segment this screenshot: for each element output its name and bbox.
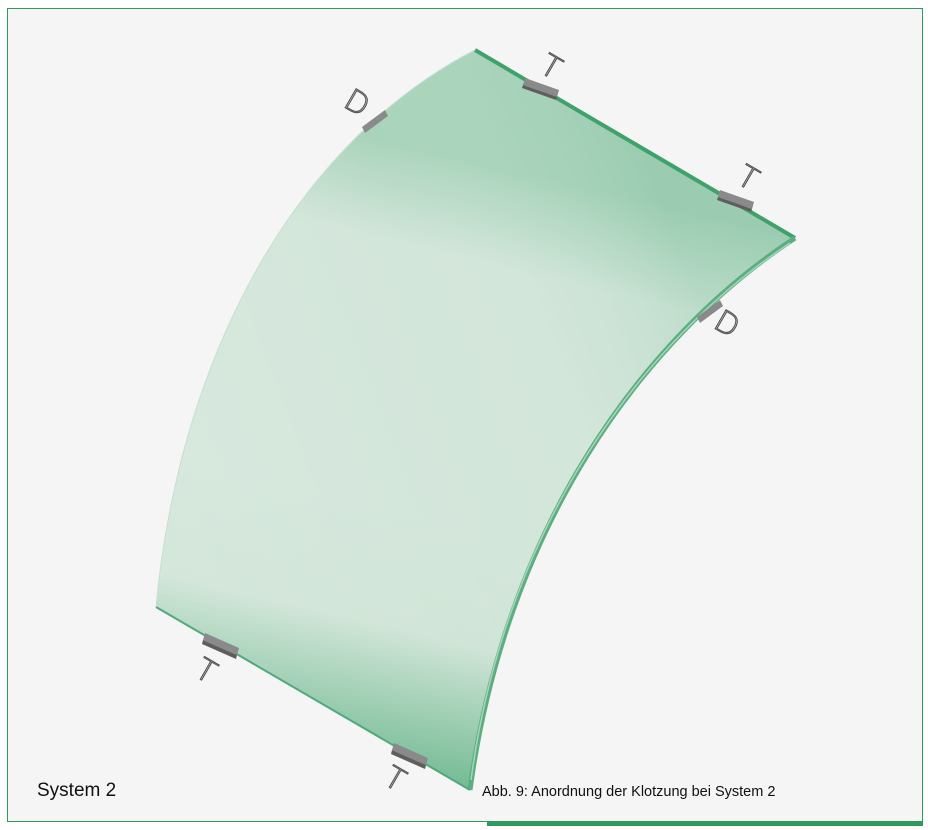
glass-panel-shade: [156, 50, 795, 790]
caption-underline: [487, 822, 923, 826]
block-bottom-2: [391, 743, 428, 769]
glass-right-edge-highlight: [470, 242, 791, 781]
marker-top-1-letter: T: [534, 48, 567, 87]
glass-left-edge: [155, 49, 476, 608]
marker-left-1-letter: D: [338, 83, 376, 125]
marker-bottom-1-letter: T: [189, 652, 222, 691]
marker-bottom-2-letter: T: [378, 760, 411, 799]
block-bottom-1: [202, 633, 239, 659]
block-right-1: [697, 300, 723, 323]
block-left-1: [362, 110, 388, 133]
block-top-2: [717, 190, 754, 212]
system-label: System 2: [37, 780, 117, 801]
figure-caption: Abb. 9: Anordnung der Klotzung bei Syste…: [482, 784, 776, 800]
block-top-1: [522, 78, 559, 100]
marker-top-2-letter: T: [731, 159, 764, 198]
